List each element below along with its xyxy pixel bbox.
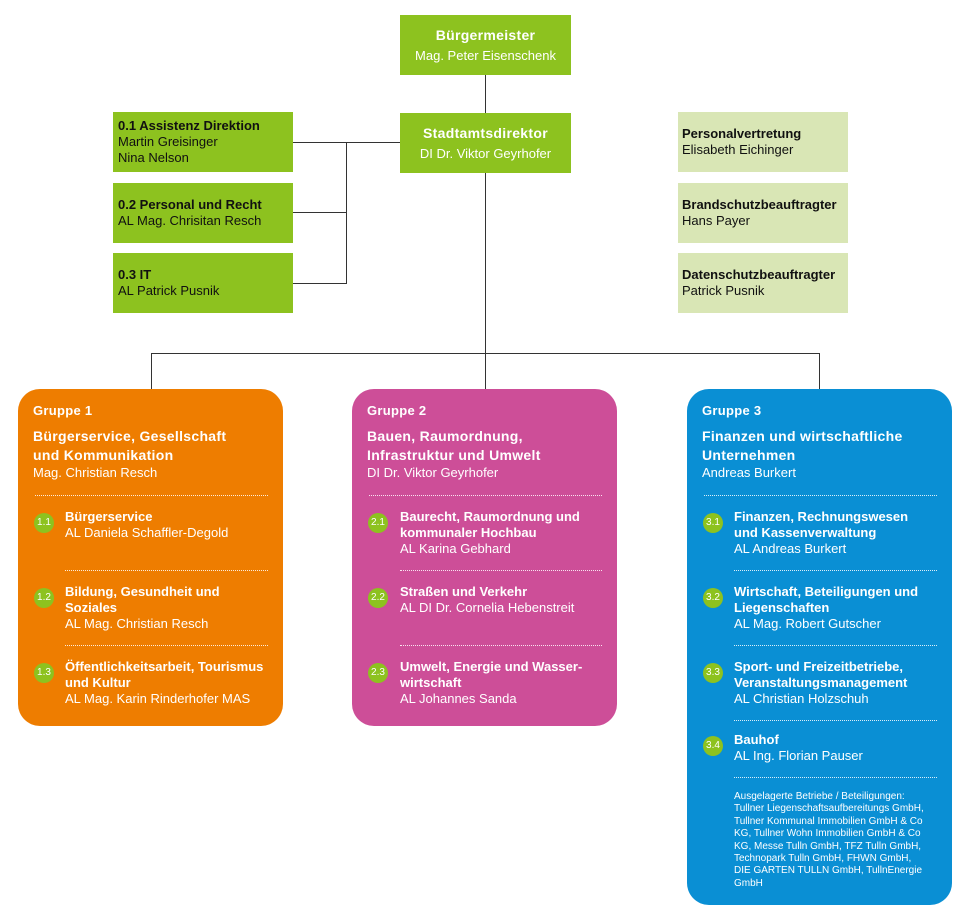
unit-number-badge: 2.3 [368,663,388,683]
connector-group3 [819,353,820,390]
divider [35,495,268,496]
unit-1-3: Öffentlichkeitsarbeit, Tourismus und Kul… [65,659,264,706]
connector-director-groups [485,172,486,390]
group-title: Finanzen und wirtschaftliche Unternehmen [702,428,903,463]
director-box: Stadtamtsdirektor DI Dr. Viktor Geyrhofe… [400,113,571,173]
connector-staff-1 [293,142,347,143]
divider [369,495,602,496]
group-label: Gruppe 1 [33,403,93,418]
divider [65,645,268,646]
unit-number-badge: 3.3 [703,663,723,683]
officer-title: Brandschutzbeauftragter [682,197,837,212]
group-label: Gruppe 2 [367,403,427,418]
divider [704,495,937,496]
officer-name: Hans Payer [682,213,750,228]
group-title: Bürgerservice, Gesellschaft und Kommunik… [33,428,227,463]
unit-3-4: Bauhof AL Ing. Florian Pauser [734,732,863,763]
connector-mayor-director [485,74,486,114]
unit-2-3: Umwelt, Energie und Wasser- wirtschaft A… [400,659,583,706]
unit-3-3: Sport- und Freizeitbetriebe, Veranstaltu… [734,659,908,706]
staff-unit-member: AL Mag. Chrisitan Resch [118,213,262,228]
staff-unit-title: 0.1 Assistenz Direktion [118,118,260,133]
divider [65,570,268,571]
unit-2-2: Straßen und Verkehr AL DI Dr. Cornelia H… [400,584,575,615]
unit-number-badge: 1.2 [34,588,54,608]
officer-name: Patrick Pusnik [682,283,765,298]
unit-3-2: Wirtschaft, Beteiligungen und Liegenscha… [734,584,919,631]
unit-1-2: Bildung, Gesundheit und Soziales AL Mag.… [65,584,220,631]
divider [400,570,602,571]
staff-unit-title: 0.3 IT [118,267,152,282]
director-title: Stadtamtsdirektor [423,125,548,141]
connector-staff-2 [293,212,347,213]
divider [734,720,937,721]
divider [400,645,602,646]
officer-datenschutz: Datenschutzbeauftragter Patrick Pusnik [678,253,848,313]
connector-staff-3 [293,283,347,284]
unit-number-badge: 3.4 [703,736,723,756]
officer-title: Datenschutzbeauftragter [682,267,836,282]
staff-unit-member: Nina Nelson [118,150,189,165]
connector-groups-horizontal [151,353,820,354]
unit-number-badge: 2.2 [368,588,388,608]
staff-unit-title: 0.2 Personal und Recht [118,197,262,212]
divider [734,645,937,646]
unit-2-1: Baurecht, Raumordnung und kommunaler Hoc… [400,509,580,556]
group-lead: DI Dr. Viktor Geyrhofer [367,465,499,480]
divider [734,777,937,778]
divider [734,570,937,571]
unit-number-badge: 3.2 [703,588,723,608]
staff-unit-member: AL Patrick Pusnik [118,283,220,298]
officer-personalvertretung: Personalvertretung Elisabeth Eichinger [678,112,848,172]
group-lead: Andreas Burkert [702,465,796,480]
officer-name: Elisabeth Eichinger [682,142,794,157]
group-label: Gruppe 3 [702,403,762,418]
group-3-panel: Gruppe 3 Finanzen und wirtschaftliche Un… [687,389,952,905]
staff-unit-member: Martin Greisinger [118,134,218,149]
staff-unit-personal: 0.2 Personal und Recht AL Mag. Chrisitan… [113,183,293,243]
subsidiaries-note: Ausgelagerte Betriebe / Beteiligungen: T… [734,791,924,889]
mayor-title: Bürgermeister [435,27,536,43]
mayor-box: Bürgermeister Mag. Peter Eisenschenk [400,15,571,75]
group-2-panel: Gruppe 2 Bauen, Raumordnung, Infrastrukt… [352,389,617,726]
group-title: Bauen, Raumordnung, Infrastruktur und Um… [367,428,541,463]
unit-number-badge: 2.1 [368,513,388,533]
mayor-name: Mag. Peter Eisenschenk [415,48,556,63]
staff-unit-it: 0.3 IT AL Patrick Pusnik [113,253,293,313]
unit-1-1: Bürgerservice AL Daniela Schaffler-Degol… [65,509,229,540]
director-name: DI Dr. Viktor Geyrhofer [419,146,552,161]
unit-number-badge: 1.1 [34,513,54,533]
unit-number-badge: 3.1 [703,513,723,533]
staff-unit-assistenz: 0.1 Assistenz Direktion Martin Greisinge… [113,112,293,172]
connector-director-staff [346,142,400,143]
group-1-panel: Gruppe 1 Bürgerservice, Gesellschaft und… [18,389,283,726]
unit-3-1: Finanzen, Rechnungswesen und Kassenverwa… [734,509,909,556]
officer-brandschutz: Brandschutzbeauftragter Hans Payer [678,183,848,243]
connector-group1 [151,353,152,390]
officer-title: Personalvertretung [682,126,802,141]
group-lead: Mag. Christian Resch [33,465,158,480]
unit-number-badge: 1.3 [34,663,54,683]
